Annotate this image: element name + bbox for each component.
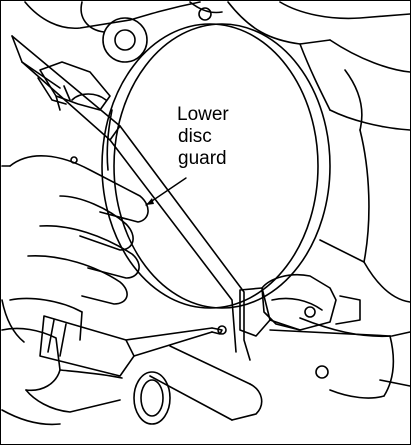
front-hand <box>1 327 123 426</box>
sanding-disc <box>101 23 331 309</box>
lower-guard-clamp <box>239 273 361 337</box>
upper-guard-clamp <box>37 61 111 111</box>
lower-disc-guard <box>11 35 251 361</box>
callout-line-3: guard <box>178 148 227 169</box>
callout-label: Lower disc guard <box>177 104 229 170</box>
hand-icon <box>1 155 149 343</box>
callout-line-1: Lower <box>177 104 229 125</box>
screwdriver-icon <box>39 315 227 377</box>
callout-line-2: disc <box>178 126 212 147</box>
machine-body <box>24 1 411 399</box>
guard-tube <box>133 345 263 425</box>
